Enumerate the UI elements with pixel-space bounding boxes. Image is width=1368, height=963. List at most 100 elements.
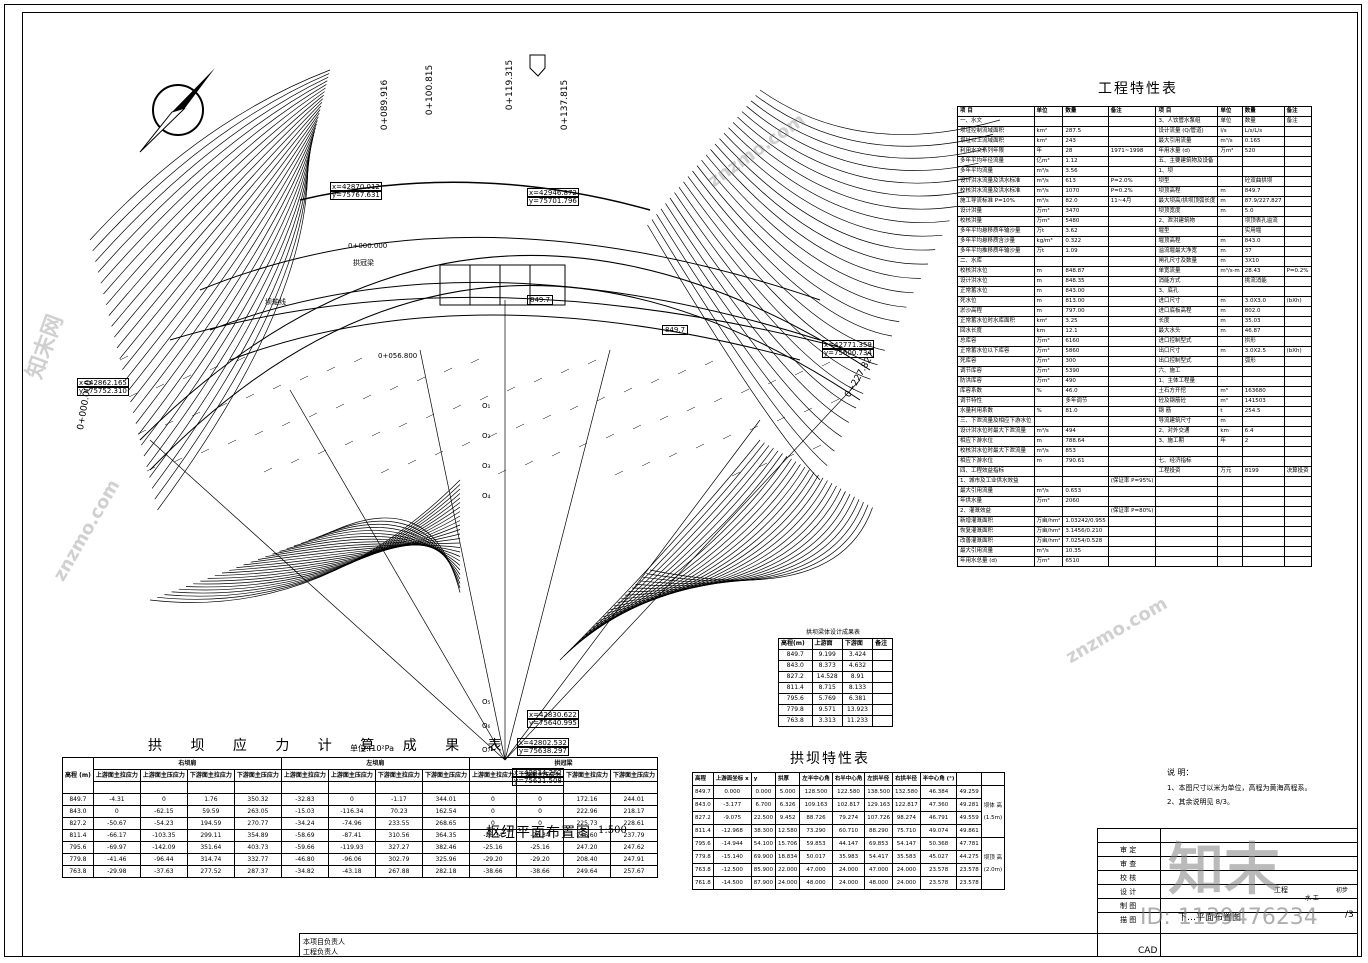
table-cell bbox=[1062, 466, 1109, 477]
table-cell bbox=[186, 781, 235, 794]
table-cell bbox=[1283, 546, 1312, 557]
table-cell: 50.017 bbox=[799, 850, 833, 864]
table-cell: 调节特性 bbox=[957, 396, 1035, 407]
table-cell: 277.52 bbox=[186, 865, 235, 878]
table-cell: 47.000 bbox=[864, 863, 893, 877]
table-cell: 46.0 bbox=[1062, 386, 1109, 397]
table-cell bbox=[1107, 266, 1157, 277]
table-cell: 172.16 bbox=[562, 793, 612, 806]
table-cell: -38.66 bbox=[468, 865, 517, 878]
table-cell: 出口控制型式 bbox=[1155, 356, 1219, 367]
radial-lines bbox=[149, 300, 861, 761]
chainage-label: 0+100.815 bbox=[425, 64, 436, 116]
tb-divider bbox=[1160, 828, 1161, 957]
table-cell: 8.91 bbox=[841, 671, 874, 683]
table-cell bbox=[1107, 436, 1157, 447]
table-cell: 万亩/hm² bbox=[1033, 516, 1064, 527]
eng-table-title: 工程特性表 bbox=[1098, 81, 1178, 97]
table-cell: 长度 bbox=[1155, 316, 1219, 327]
table-cell: m bbox=[1217, 256, 1243, 267]
table-cell: 282.18 bbox=[421, 865, 470, 878]
table-cell: 46.87 bbox=[1241, 326, 1285, 337]
table-cell bbox=[1062, 256, 1109, 267]
table-cell bbox=[1107, 396, 1157, 407]
table-cell: -59.66 bbox=[280, 841, 329, 854]
table-cell bbox=[1107, 426, 1157, 437]
table-cell: -58.69 bbox=[280, 829, 329, 842]
table-cell bbox=[1155, 516, 1219, 527]
table-cell: 9.452 bbox=[774, 811, 801, 825]
table-cell: 备注 bbox=[1283, 106, 1312, 117]
tb-divider bbox=[1097, 870, 1358, 871]
table-cell: 24.000 bbox=[831, 876, 866, 890]
table-cell: 下游面主压应力 bbox=[233, 769, 282, 782]
table-cell: 万t bbox=[1033, 246, 1064, 257]
table-cell: 46.384 bbox=[919, 785, 958, 799]
table-cell: m³ bbox=[1217, 386, 1243, 397]
table-cell: -25.16 bbox=[468, 841, 517, 854]
title-block-bottom bbox=[299, 933, 1358, 957]
table-cell: 351.64 bbox=[186, 841, 235, 854]
table-cell: 403.73 bbox=[233, 841, 282, 854]
table-cell: 0 bbox=[468, 805, 517, 818]
table-cell: -9.075 bbox=[712, 811, 752, 825]
table-cell: 左坝肩 bbox=[280, 757, 470, 770]
table-cell: 35.983 bbox=[831, 850, 866, 864]
table-cell: 18.834 bbox=[774, 850, 801, 864]
table-cell bbox=[1155, 546, 1219, 557]
table-cell: 302.79 bbox=[374, 853, 423, 866]
table-cell bbox=[374, 781, 423, 794]
table-cell bbox=[1283, 516, 1312, 527]
center-label: O₃ bbox=[482, 462, 491, 470]
table-cell: 1、主体工程量 bbox=[1155, 376, 1219, 387]
table-cell bbox=[1107, 386, 1157, 397]
slope-hatching bbox=[119, 355, 840, 477]
table-cell: 109.163 bbox=[799, 798, 833, 812]
table-cell: (保证率 P=95%) bbox=[1107, 476, 1157, 487]
table-cell: 4.632 bbox=[841, 660, 874, 672]
table-header-row: 高程 (m)右坝肩左坝肩拱冠梁 bbox=[62, 757, 659, 794]
table-cell: 849.7 bbox=[1241, 186, 1285, 197]
table-cell bbox=[1241, 556, 1285, 567]
table-cell: 843.0 bbox=[62, 805, 94, 818]
table-cell: 247.62 bbox=[609, 841, 659, 854]
table-cell: 万亩/hm² bbox=[1033, 536, 1064, 547]
table-cell: 高程(m) bbox=[778, 638, 813, 650]
table-cell: 141503 bbox=[1241, 396, 1285, 407]
table-cell: 弧形 bbox=[1241, 356, 1285, 367]
table-cell: -54.23 bbox=[139, 817, 188, 830]
table-cell bbox=[1241, 516, 1285, 527]
tb-row-label: 校 核 bbox=[1120, 874, 1137, 882]
table-cell bbox=[1241, 286, 1285, 297]
table-cell: 坝顶 高(2.0m) bbox=[980, 837, 1006, 890]
coord-x: x=42870.012 bbox=[330, 182, 382, 192]
table-cell: -103.35 bbox=[139, 829, 188, 842]
table-cell bbox=[980, 772, 1006, 786]
table-cell: m bbox=[1033, 276, 1064, 287]
watermark-id: ID: 1139476234 bbox=[1140, 905, 1318, 930]
tb-divider bbox=[1097, 856, 1358, 857]
table-cell: 万m³ bbox=[1033, 356, 1064, 367]
center-label: O₂ bbox=[482, 432, 491, 440]
contour-lines bbox=[89, 69, 1001, 661]
table-cell: 243 bbox=[1062, 136, 1109, 147]
table-header-row: 上游面主拉应力上游面主压应力下游面主拉应力下游面主压应力上游面主拉应力上游面主压… bbox=[63, 769, 659, 782]
table-cell: 6.700 bbox=[750, 798, 776, 812]
table-cell bbox=[1283, 376, 1312, 387]
coord-x: x=42862.165 bbox=[77, 378, 129, 388]
table-cell bbox=[1283, 366, 1312, 377]
table-cell: 364.35 bbox=[421, 829, 470, 842]
table-cell: 98.274 bbox=[892, 811, 921, 825]
table-cell: 正常蓄水位时水库面积 bbox=[957, 316, 1035, 327]
table-cell bbox=[1217, 336, 1243, 347]
note-item: 1、本图尺寸以米为单位，高程为黄海高程系。 bbox=[1167, 784, 1312, 792]
table-cell: 843.0 bbox=[692, 798, 714, 812]
